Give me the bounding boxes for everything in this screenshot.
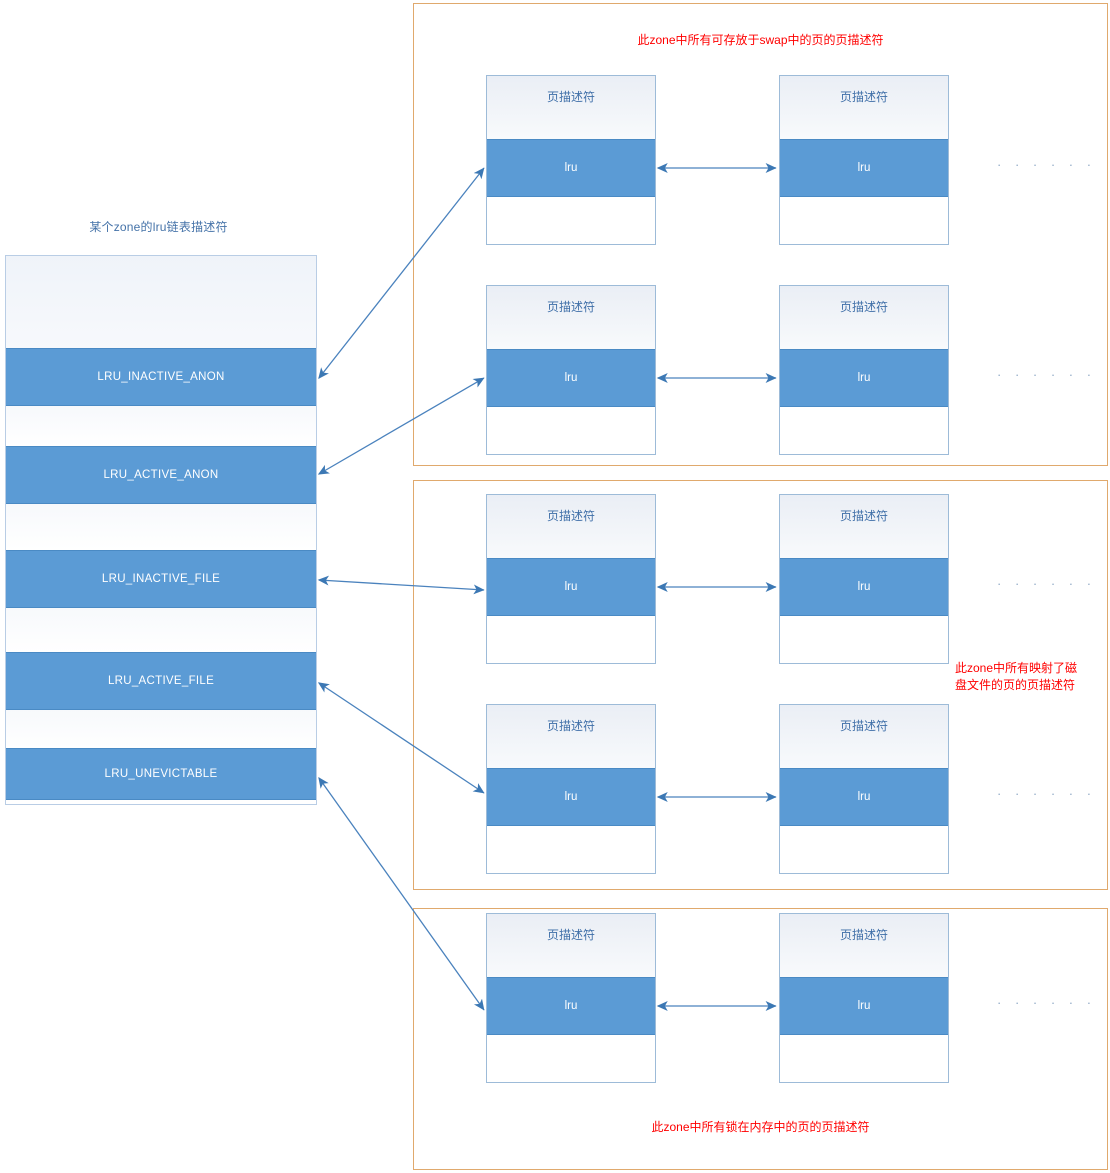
page-descriptor[interactable]: 页描述符 lru: [779, 75, 949, 245]
lru-gap-2: [6, 504, 316, 550]
page-descriptor-body: [780, 616, 948, 663]
zone-container-locked: [413, 908, 1108, 1170]
page-descriptor-lru-field: lru: [780, 349, 948, 407]
lru-band-active-file[interactable]: LRU_ACTIVE_FILE: [6, 652, 316, 710]
zone-label-file-mapped: 此zone中所有映射了磁 盘文件的页的页描述符: [955, 661, 1078, 692]
lru-list-struct: LRU_INACTIVE_ANON LRU_ACTIVE_ANON LRU_IN…: [5, 255, 317, 805]
ellipsis-dots: · · · · · ·: [997, 157, 1097, 172]
page-descriptor[interactable]: 页描述符 lru: [486, 913, 656, 1083]
zone-label-locked: 此zone中所有锁在内存中的页的页描述符: [651, 1120, 870, 1134]
page-descriptor-title: 页描述符: [780, 914, 948, 977]
page-descriptor-title: 页描述符: [487, 705, 655, 768]
page-descriptor-body: [487, 616, 655, 663]
lru-band-unevictable[interactable]: LRU_UNEVICTABLE: [6, 748, 316, 800]
page-descriptor[interactable]: 页描述符 lru: [486, 704, 656, 874]
page-descriptor-lru-field: lru: [487, 349, 655, 407]
page-descriptor[interactable]: 页描述符 lru: [486, 285, 656, 455]
page-descriptor-lru-field: lru: [780, 768, 948, 826]
page-descriptor-body: [487, 1035, 655, 1082]
ellipsis-dots: · · · · · ·: [997, 786, 1097, 801]
page-descriptor-lru-field: lru: [487, 558, 655, 616]
page-descriptor-lru-field: lru: [780, 558, 948, 616]
page-descriptor-lru-field: lru: [487, 139, 655, 197]
lru-band-active-anon[interactable]: LRU_ACTIVE_ANON: [6, 446, 316, 504]
page-descriptor[interactable]: 页描述符 lru: [779, 913, 949, 1083]
lru-struct-header: [6, 256, 316, 348]
lru-gap-1: [6, 406, 316, 446]
page-descriptor-lru-field: lru: [780, 977, 948, 1035]
ellipsis-dots: · · · · · ·: [997, 995, 1097, 1010]
page-descriptor[interactable]: 页描述符 lru: [486, 75, 656, 245]
page-descriptor-title: 页描述符: [487, 914, 655, 977]
page-descriptor-title: 页描述符: [780, 76, 948, 139]
page-descriptor-title: 页描述符: [780, 705, 948, 768]
ellipsis-dots: · · · · · ·: [997, 367, 1097, 382]
page-descriptor-title: 页描述符: [487, 76, 655, 139]
page-descriptor-lru-field: lru: [487, 768, 655, 826]
page-descriptor-body: [487, 826, 655, 873]
page-descriptor[interactable]: 页描述符 lru: [779, 704, 949, 874]
ellipsis-dots: · · · · · ·: [997, 576, 1097, 591]
lru-list-caption: 某个zone的lru链表描述符: [89, 220, 228, 234]
page-descriptor-lru-field: lru: [487, 977, 655, 1035]
lru-band-inactive-file[interactable]: LRU_INACTIVE_FILE: [6, 550, 316, 608]
zone-label-swap: 此zone中所有可存放于swap中的页的页描述符: [637, 33, 884, 47]
lru-gap-4: [6, 710, 316, 748]
page-descriptor-title: 页描述符: [780, 286, 948, 349]
page-descriptor[interactable]: 页描述符 lru: [779, 285, 949, 455]
page-descriptor-title: 页描述符: [487, 495, 655, 558]
page-descriptor[interactable]: 页描述符 lru: [779, 494, 949, 664]
page-descriptor-body: [780, 407, 948, 454]
page-descriptor-body: [487, 197, 655, 244]
page-descriptor-lru-field: lru: [780, 139, 948, 197]
page-descriptor-title: 页描述符: [780, 495, 948, 558]
page-descriptor-body: [780, 1035, 948, 1082]
page-descriptor-body: [487, 407, 655, 454]
lru-band-inactive-anon[interactable]: LRU_INACTIVE_ANON: [6, 348, 316, 406]
page-descriptor[interactable]: 页描述符 lru: [486, 494, 656, 664]
lru-gap-3: [6, 608, 316, 652]
page-descriptor-title: 页描述符: [487, 286, 655, 349]
page-descriptor-body: [780, 197, 948, 244]
page-descriptor-body: [780, 826, 948, 873]
